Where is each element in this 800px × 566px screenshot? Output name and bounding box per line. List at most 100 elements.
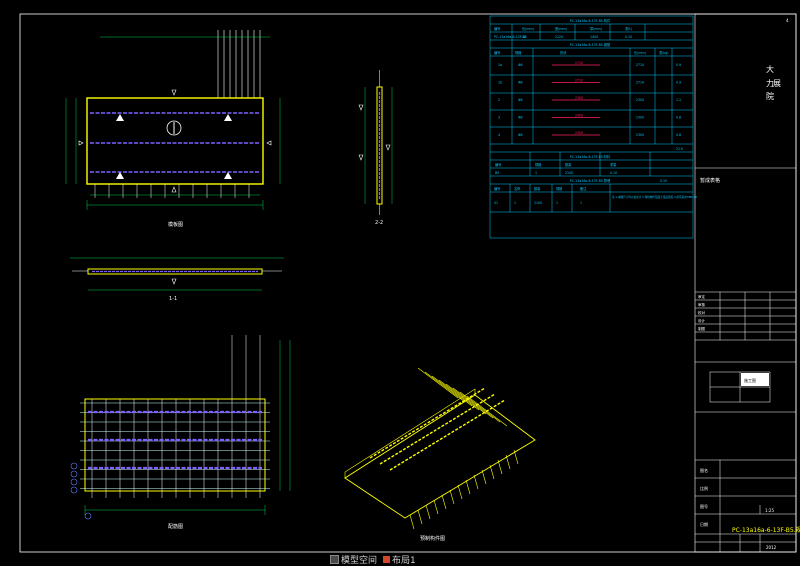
- title-block-label: 审核: [698, 302, 706, 307]
- table-cell: PC-13a16a-6-13F-B5: [494, 35, 527, 39]
- table-column-header: 编号: [494, 186, 500, 191]
- iso-bar: [417, 367, 459, 399]
- rebar-item-weight: 0.8: [676, 133, 681, 137]
- table-column-header: 重(kg): [659, 50, 669, 55]
- section-1-1-label: 1-1: [169, 296, 177, 302]
- rebar-item-length: 2300: [575, 131, 583, 135]
- rebar-plan-label: 配筋图: [168, 523, 183, 530]
- table-column-header: 编号: [495, 162, 501, 167]
- section-1-1: [70, 257, 284, 291]
- table-column-header: 重量: [610, 162, 617, 167]
- iso-bar: [452, 387, 494, 419]
- tab-model-space[interactable]: 模型空间: [330, 553, 377, 566]
- iso-bar: [473, 474, 479, 490]
- table-column-header: 规格: [535, 162, 542, 167]
- lifting-point-symbol: [166, 120, 182, 136]
- rebar-item-length: 2300: [575, 114, 583, 118]
- iso-bar: [449, 489, 455, 505]
- table-header: PC-13a16a-6-13F-B5.预埋: [570, 178, 611, 183]
- isometric-view: [344, 367, 536, 530]
- table-column-header: 名称: [514, 186, 521, 191]
- iso-view-label: 预制构件图: [420, 535, 445, 542]
- rebar-item-value: 2300: [636, 98, 644, 102]
- table-cell: 1: [514, 201, 516, 205]
- title-block: [695, 167, 796, 552]
- table-cell: 1: [535, 171, 537, 175]
- section-label: 暂成表格: [700, 177, 720, 184]
- iso-bar: [459, 391, 501, 423]
- title-block-label: 比例: [700, 485, 708, 491]
- table-header: PC-13a16a-6-13F-B5.构件: [570, 18, 611, 23]
- title-char-3: 展: [773, 79, 781, 88]
- table-cell: 2100: [565, 171, 573, 175]
- iso-bar: [465, 479, 471, 495]
- rebar-item-id: 1b: [498, 81, 502, 85]
- rebar-item-spec: Φ8: [518, 81, 523, 85]
- rebar-item-length: 2300: [575, 96, 583, 100]
- section-2-2: [358, 70, 393, 215]
- iso-bar: [489, 464, 495, 480]
- plan-view-label: 模板图: [168, 221, 183, 228]
- tab-model-space-label: 模型空间: [341, 556, 378, 566]
- rebar-item-weight: 1.1: [676, 98, 681, 102]
- title-block-label: 图名: [700, 467, 708, 473]
- table-cell: 1: [556, 201, 558, 205]
- rebar-item-spec: Φ8: [518, 63, 523, 67]
- iso-bar: [497, 459, 503, 475]
- table-cell: 1: [580, 201, 582, 205]
- stamp-box: [741, 373, 769, 386]
- rebar-item-length: 2710: [575, 61, 583, 65]
- drawing-year: 2012: [766, 545, 777, 550]
- rebar-item-id: 4: [498, 133, 500, 137]
- iso-bar: [417, 509, 423, 525]
- iso-bar: [431, 375, 473, 407]
- iso-bar: [441, 494, 447, 510]
- rebar-item-value: 2300: [636, 116, 644, 120]
- iso-bar: [438, 379, 480, 411]
- rebar-item-spec: Φ8: [518, 133, 523, 137]
- table-column-header: 厚(mm): [590, 26, 602, 31]
- page-tag: 4: [786, 18, 789, 23]
- drawing-number: PC-13a16a-6-13F-B5.规格: [732, 526, 800, 534]
- table-header: PC-13a16a-6-13F-B5.材料: [570, 154, 611, 159]
- layout-icon: [383, 556, 391, 563]
- drawing-frame: [19, 13, 797, 553]
- iso-bar: [425, 504, 431, 520]
- section-2-2-label: 2-2: [375, 220, 383, 226]
- table-cell: B5: [495, 171, 499, 175]
- rebar-item-spec: Φ8: [518, 116, 523, 120]
- tab-layout-1-label: 布局1: [392, 556, 416, 566]
- iso-bar: [457, 484, 463, 500]
- rebar-item-spec: Φ8: [518, 98, 523, 102]
- title-block-label: 设计: [698, 318, 706, 323]
- table-column-header: 规格: [556, 186, 563, 191]
- iso-bar: [481, 469, 487, 485]
- table-cell: 0.10: [610, 171, 617, 175]
- table-column-header: 宽(mm): [555, 26, 567, 31]
- iso-rebar: [379, 393, 496, 465]
- plan-slab-outline: [86, 97, 264, 185]
- tab-layout-1[interactable]: 布局1: [383, 553, 416, 566]
- table-column-header: 规格: [515, 50, 522, 55]
- rebar-item-value: 2710: [636, 81, 644, 85]
- table-column-header: 重(t): [625, 26, 632, 31]
- table-total: 0.10: [660, 179, 667, 183]
- table-cell: 01: [494, 201, 498, 205]
- rebar-item-id: 1a: [498, 63, 502, 67]
- table-column-header: 数量: [565, 162, 572, 167]
- drawing-scale: 1:25: [765, 508, 774, 513]
- rebar-item-weight: 0.8: [676, 116, 681, 120]
- rebar-item-weight: 0.9: [676, 81, 681, 85]
- table-column-header: 长(mm): [634, 50, 646, 55]
- title-block-label: 日期: [700, 521, 708, 527]
- model-space-icon: [330, 555, 339, 564]
- title-block-label: 校对: [698, 310, 706, 315]
- iso-bar: [409, 514, 415, 530]
- table-note: 注:1.本图尺寸均以毫米计 2.预制构件混凝土强度等级 3.吊环采用HPB300: [612, 195, 697, 199]
- title-block-label: 图号: [700, 503, 708, 509]
- table-cell: 2100: [534, 201, 542, 205]
- rebar-item-length: 2710: [575, 79, 583, 83]
- table-cell: 0.10: [625, 35, 632, 39]
- schedule-table: [489, 15, 694, 239]
